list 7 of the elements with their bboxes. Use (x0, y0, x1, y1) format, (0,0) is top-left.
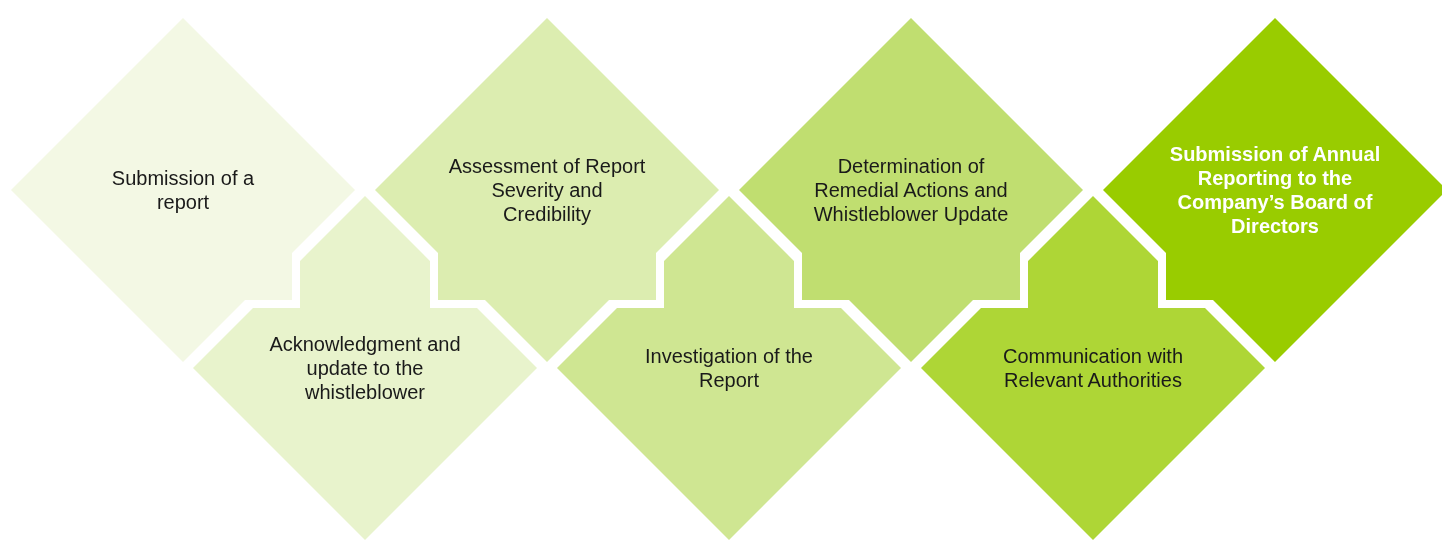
step-label: Assessment of Report Severity and Credibility (447, 154, 647, 226)
step-label: Submission of a report (110, 166, 256, 214)
step-label: Investigation of the Report (644, 344, 814, 392)
step-label: Acknowledgment and update to the whistleblower (268, 332, 462, 404)
step-label: Submission of Annual Reporting to the Company’s Board of Directors (1168, 142, 1382, 238)
step-label: Communication with Relevant Authorities (1001, 344, 1185, 392)
step-label: Determination of Remedial Actions and Whistleblower Update (812, 154, 1010, 226)
